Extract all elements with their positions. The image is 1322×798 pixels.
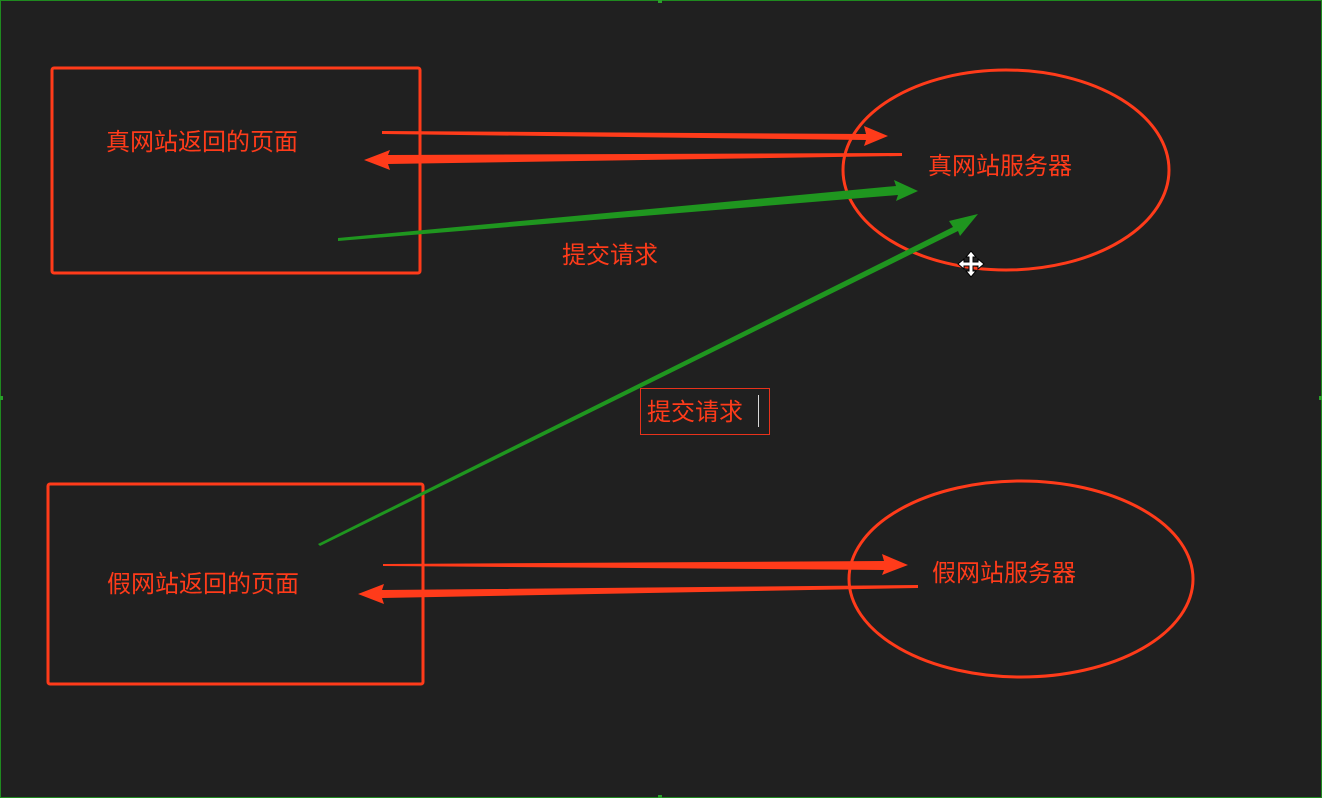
arrow-real-page-request[interactable] xyxy=(338,180,918,241)
real-page-box[interactable] xyxy=(50,66,422,275)
submit-request-label-top: 提交请求 xyxy=(562,241,658,269)
arrow-real-page-to-real-server[interactable] xyxy=(382,126,888,146)
fake-server-label: 假网站服务器 xyxy=(932,559,1076,587)
text-caret xyxy=(758,395,759,427)
arrow-fake-server-to-fake-page[interactable] xyxy=(358,584,918,604)
arrow-real-server-to-real-page[interactable] xyxy=(364,150,902,170)
resize-handle-top[interactable] xyxy=(658,0,662,3)
move-cursor-icon xyxy=(957,250,985,278)
fake-server-ellipse[interactable] xyxy=(847,479,1195,679)
resize-handle-right[interactable] xyxy=(1319,396,1322,400)
real-server-ellipse[interactable] xyxy=(841,68,1171,272)
arrow-fake-page-to-fake-server[interactable] xyxy=(383,554,908,575)
fake-page-label: 假网站返回的页面 xyxy=(107,570,299,598)
editing-text-box[interactable]: 提交请求 xyxy=(640,388,770,435)
real-page-label: 真网站返回的页面 xyxy=(106,128,298,156)
fake-page-box[interactable] xyxy=(46,482,425,686)
submit-request-label-editing[interactable]: 提交请求 xyxy=(647,398,743,426)
real-server-label: 真网站服务器 xyxy=(928,152,1072,180)
arrow-fake-page-request-to-real-server[interactable] xyxy=(318,214,978,546)
resize-handle-bottom[interactable] xyxy=(658,795,662,798)
resize-handle-left[interactable] xyxy=(0,396,3,400)
